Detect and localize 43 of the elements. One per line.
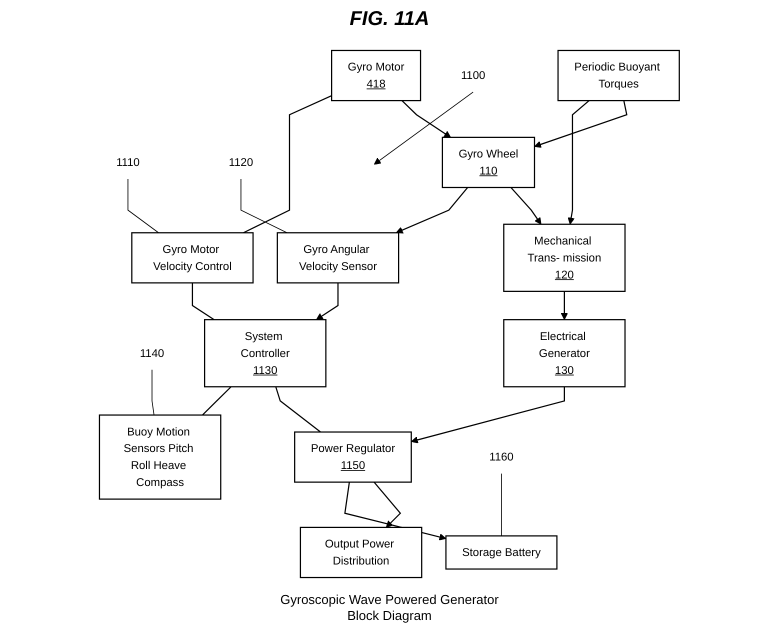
box-label: Gyro Motor Velocity Control bbox=[153, 242, 232, 272]
box-label: Periodic Buoyant Torques bbox=[574, 60, 661, 90]
arrow bbox=[411, 386, 566, 444]
callout-number: 1160 bbox=[489, 450, 514, 464]
arrow bbox=[396, 187, 468, 234]
reference-numeral: 120 bbox=[555, 268, 574, 281]
connector-line bbox=[243, 95, 332, 234]
arrow bbox=[560, 291, 568, 320]
connector-line bbox=[275, 386, 321, 432]
reference-numeral: 1150 bbox=[340, 458, 366, 472]
callout-number: 1100 bbox=[461, 68, 486, 82]
leader-line bbox=[152, 369, 155, 416]
reference-numeral: 418 bbox=[366, 77, 386, 90]
leader-arrow bbox=[374, 92, 474, 165]
box-label: Gyro Motor bbox=[348, 60, 404, 74]
arrow bbox=[402, 100, 452, 138]
box-label: Gyro Wheel bbox=[458, 147, 518, 160]
box-label: Electrical Generator bbox=[539, 329, 590, 360]
box-label: Gyro Angular Velocity Sensor bbox=[299, 242, 378, 272]
leader-line bbox=[501, 473, 502, 536]
box-label: Storage Battery bbox=[462, 546, 541, 559]
connector-line bbox=[202, 386, 232, 416]
arrow bbox=[316, 282, 339, 320]
reference-numeral: 110 bbox=[480, 164, 498, 177]
callout-number: 1140 bbox=[140, 346, 164, 360]
arrow bbox=[510, 187, 542, 225]
callout-number: 1120 bbox=[228, 156, 254, 168]
box-label: System Controller bbox=[240, 329, 290, 360]
callout-number: 1110 bbox=[116, 156, 140, 168]
connector-line bbox=[192, 282, 214, 320]
reference-numeral: 1130 bbox=[253, 363, 278, 376]
reference-numeral: 130 bbox=[555, 363, 574, 376]
arrow bbox=[568, 100, 590, 225]
figure-title: FIG. 11A bbox=[350, 8, 430, 31]
arrow bbox=[374, 482, 402, 528]
leader-line bbox=[128, 178, 160, 234]
box-label: Mechanical Trans- mission bbox=[528, 234, 602, 264]
arrow bbox=[534, 100, 628, 148]
leader-line bbox=[240, 178, 288, 234]
box-label: Buoy Motion Sensors Pitch Roll Heave Compass bbox=[124, 424, 195, 489]
box-label: Output Power Distribution bbox=[324, 537, 396, 568]
figure-caption: Gyroscopic Wave Powered Generator Block Diagram bbox=[279, 592, 500, 624]
box-label: Power Regulator bbox=[310, 442, 396, 455]
